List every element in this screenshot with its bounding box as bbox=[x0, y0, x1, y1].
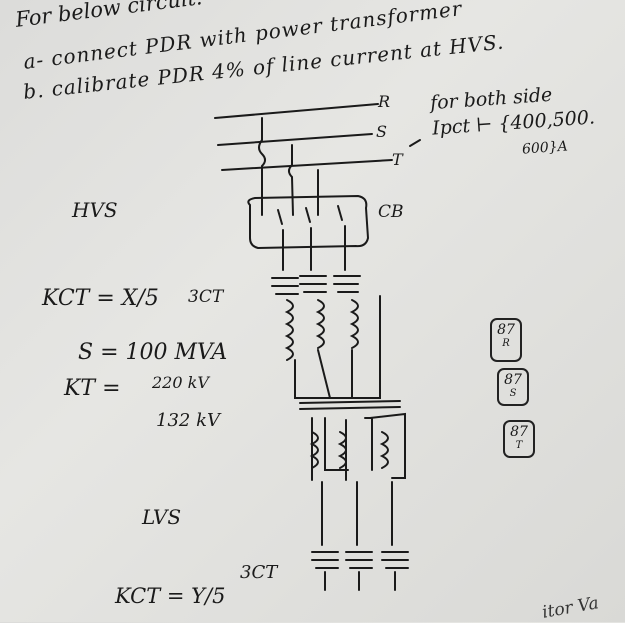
secondary-delta bbox=[311, 412, 406, 481]
kt-denominator: 132 kV bbox=[156, 410, 220, 431]
kct-hv-label: KCT = X/5 bbox=[42, 286, 159, 311]
primary-winding-t bbox=[349, 299, 359, 349]
relay-phase: T bbox=[515, 440, 523, 451]
secondary-winding-s bbox=[337, 431, 347, 469]
ct-lv-label: 3CT bbox=[240, 562, 278, 583]
relay-87-r: 87 R bbox=[490, 318, 522, 362]
cb-to-ct-lines bbox=[282, 225, 346, 271]
busbar-r bbox=[214, 103, 379, 119]
phase-s-label: S bbox=[376, 122, 387, 141]
kt-label: KT = bbox=[64, 376, 121, 401]
lvs-label: LVS bbox=[142, 505, 182, 529]
lv-ct-marks bbox=[311, 551, 409, 569]
secondary-winding-r bbox=[309, 431, 319, 469]
busbar-s bbox=[217, 133, 373, 146]
relay-code: 87 bbox=[504, 372, 522, 388]
hvs-label: HVS bbox=[72, 198, 118, 222]
primary-winding-r bbox=[284, 299, 294, 361]
power-rating: S = 100 MVA bbox=[78, 340, 228, 365]
core-line-2 bbox=[299, 406, 401, 410]
hv-ct-marks bbox=[271, 275, 361, 295]
cb-switches bbox=[277, 205, 343, 225]
relay-code: 87 bbox=[497, 322, 515, 338]
secondary-winding-t bbox=[379, 431, 389, 469]
primary-winding-s bbox=[315, 299, 325, 349]
phase-r-label: R bbox=[378, 92, 391, 111]
phase-t-label: T bbox=[392, 150, 403, 169]
primary-star-connection bbox=[294, 295, 381, 399]
relay-phase: S bbox=[509, 388, 517, 399]
ct-hv-label: 3CT bbox=[188, 287, 224, 307]
cb-label: CB bbox=[378, 202, 404, 222]
relay-phase: R bbox=[502, 338, 510, 349]
phase-r-drop bbox=[258, 117, 266, 216]
relay-87-t: 87 T bbox=[503, 420, 535, 458]
relay-code: 87 bbox=[510, 424, 528, 440]
relay-87-s: 87 S bbox=[497, 368, 529, 406]
phase-s-drop bbox=[288, 144, 294, 216]
circuit-breaker-box bbox=[247, 194, 370, 250]
core-line-1 bbox=[299, 400, 401, 404]
kct-lv-label: KCT = Y/5 bbox=[115, 584, 226, 608]
lv-feeders bbox=[321, 481, 393, 546]
busbar-t bbox=[221, 159, 393, 171]
kt-numerator: 220 kV bbox=[152, 373, 209, 392]
lv-outgoing bbox=[324, 571, 396, 591]
note-bracket bbox=[409, 139, 421, 147]
